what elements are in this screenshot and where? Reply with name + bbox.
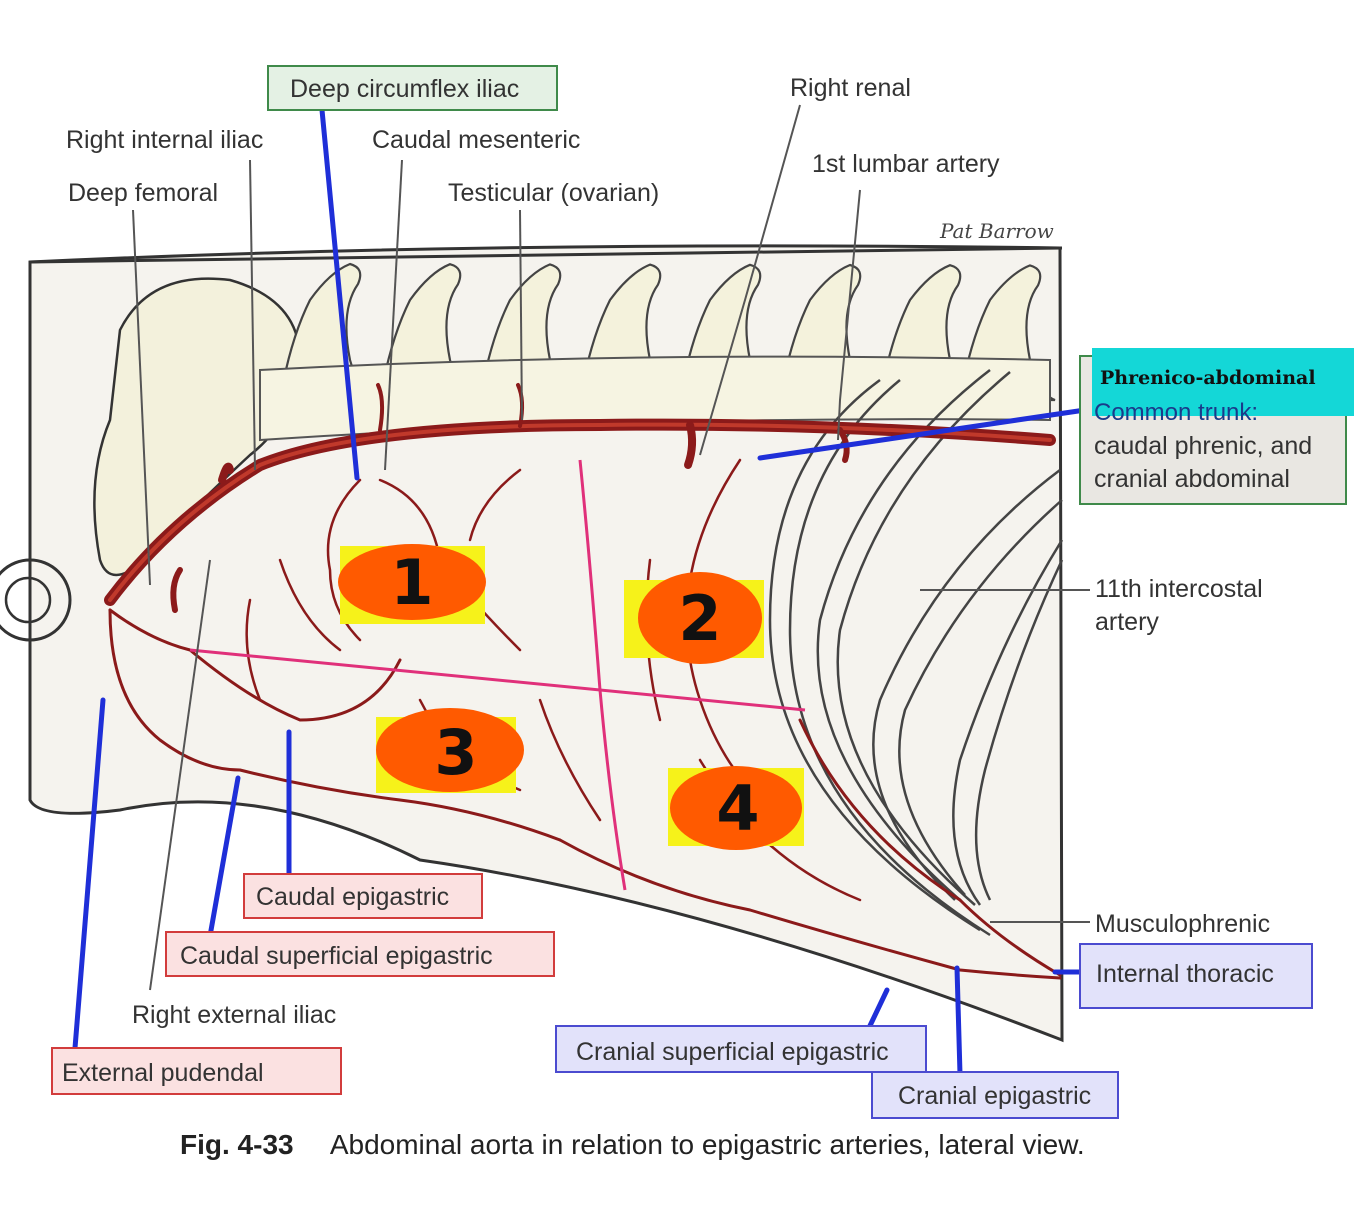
label-caudal-mesenteric: Caudal mesenteric — [372, 126, 580, 154]
box-internal-thoracic-text: Internal thoracic — [1096, 960, 1274, 988]
back-line — [29, 246, 1063, 264]
hip-socket — [0, 558, 72, 642]
figure-number: Fig. 4-33 — [180, 1129, 294, 1160]
box-caudal-epigastric — [243, 873, 483, 919]
box-common-trunk-line2: caudal phrenic, and — [1094, 432, 1312, 460]
arteries — [104, 383, 1062, 980]
quadrant-marker-4: 4 — [668, 766, 804, 850]
box-cranial-epigastric — [871, 1071, 1119, 1119]
box-internal-thoracic — [1079, 943, 1313, 1009]
label-intercostal-1: 11th intercostal — [1095, 575, 1263, 603]
label-intercostal-2: artery — [1095, 608, 1159, 636]
box-phrenico-abdominal-text: Phrenico-abdominal — [1100, 367, 1316, 389]
box-caudal-superficial-epigastric — [165, 931, 555, 977]
quadrant-line-vertical — [578, 459, 627, 891]
box-common-trunk-line1: Common trunk: — [1094, 399, 1258, 426]
label-first-lumbar: 1st lumbar artery — [812, 150, 1000, 178]
phrenico-abdominal-highlight — [1092, 348, 1354, 416]
quadrant-number: 2 — [678, 582, 721, 655]
box-cranial-epigastric-text: Cranial epigastric — [898, 1082, 1091, 1110]
quadrant-marker-2: 2 — [624, 572, 764, 664]
box-caudal-superficial-epigastric-text: Caudal superficial epigastric — [180, 942, 493, 970]
hip-socket-inner — [4, 576, 52, 624]
quadrant-blob — [638, 572, 762, 664]
leader-lines — [132, 104, 1090, 991]
blue-pointers — [72, 107, 1088, 1077]
label-testicular: Testicular (ovarian) — [448, 179, 659, 207]
label-right-external-iliac: Right external iliac — [132, 1001, 336, 1029]
quadrant-marker-1: 1 — [338, 544, 486, 624]
box-deep-circumflex-iliac-text: Deep circumflex iliac — [290, 75, 519, 103]
box-cranial-superficial-epigastric-text: Cranial superficial epigastric — [576, 1038, 889, 1066]
quadrant-blob — [376, 708, 524, 792]
ribs — [768, 369, 1064, 937]
figure-caption-text: Abdominal aorta in relation to epigastri… — [330, 1129, 1085, 1160]
quadrant-line-horizontal — [189, 648, 806, 712]
box-caudal-epigastric-text: Caudal epigastric — [256, 883, 449, 911]
quadrant-number: 1 — [390, 546, 433, 619]
box-external-pudendal — [51, 1047, 342, 1095]
label-musculophrenic: Musculophrenic — [1095, 910, 1270, 938]
artist-signature: Pat Barrow — [939, 219, 1054, 243]
quadrant-blob — [670, 766, 802, 850]
label-right-renal: Right renal — [790, 74, 911, 102]
box-cranial-superficial-epigastric — [555, 1025, 927, 1073]
quadrant-number: 3 — [434, 716, 477, 789]
quadrant-marker-3: 3 — [376, 708, 524, 793]
quadrant-number: 4 — [716, 772, 759, 845]
quadrant-blob — [338, 544, 486, 620]
box-deep-circumflex-iliac — [267, 65, 558, 111]
figure-caption: Fig. 4-33 Abdominal aorta in relation to… — [180, 1129, 1085, 1160]
box-external-pudendal-text: External pudendal — [62, 1059, 264, 1087]
box-common-trunk-line3: cranial abdominal — [1094, 465, 1290, 493]
label-deep-femoral: Deep femoral — [68, 179, 218, 207]
label-right-internal-iliac: Right internal iliac — [66, 126, 263, 154]
